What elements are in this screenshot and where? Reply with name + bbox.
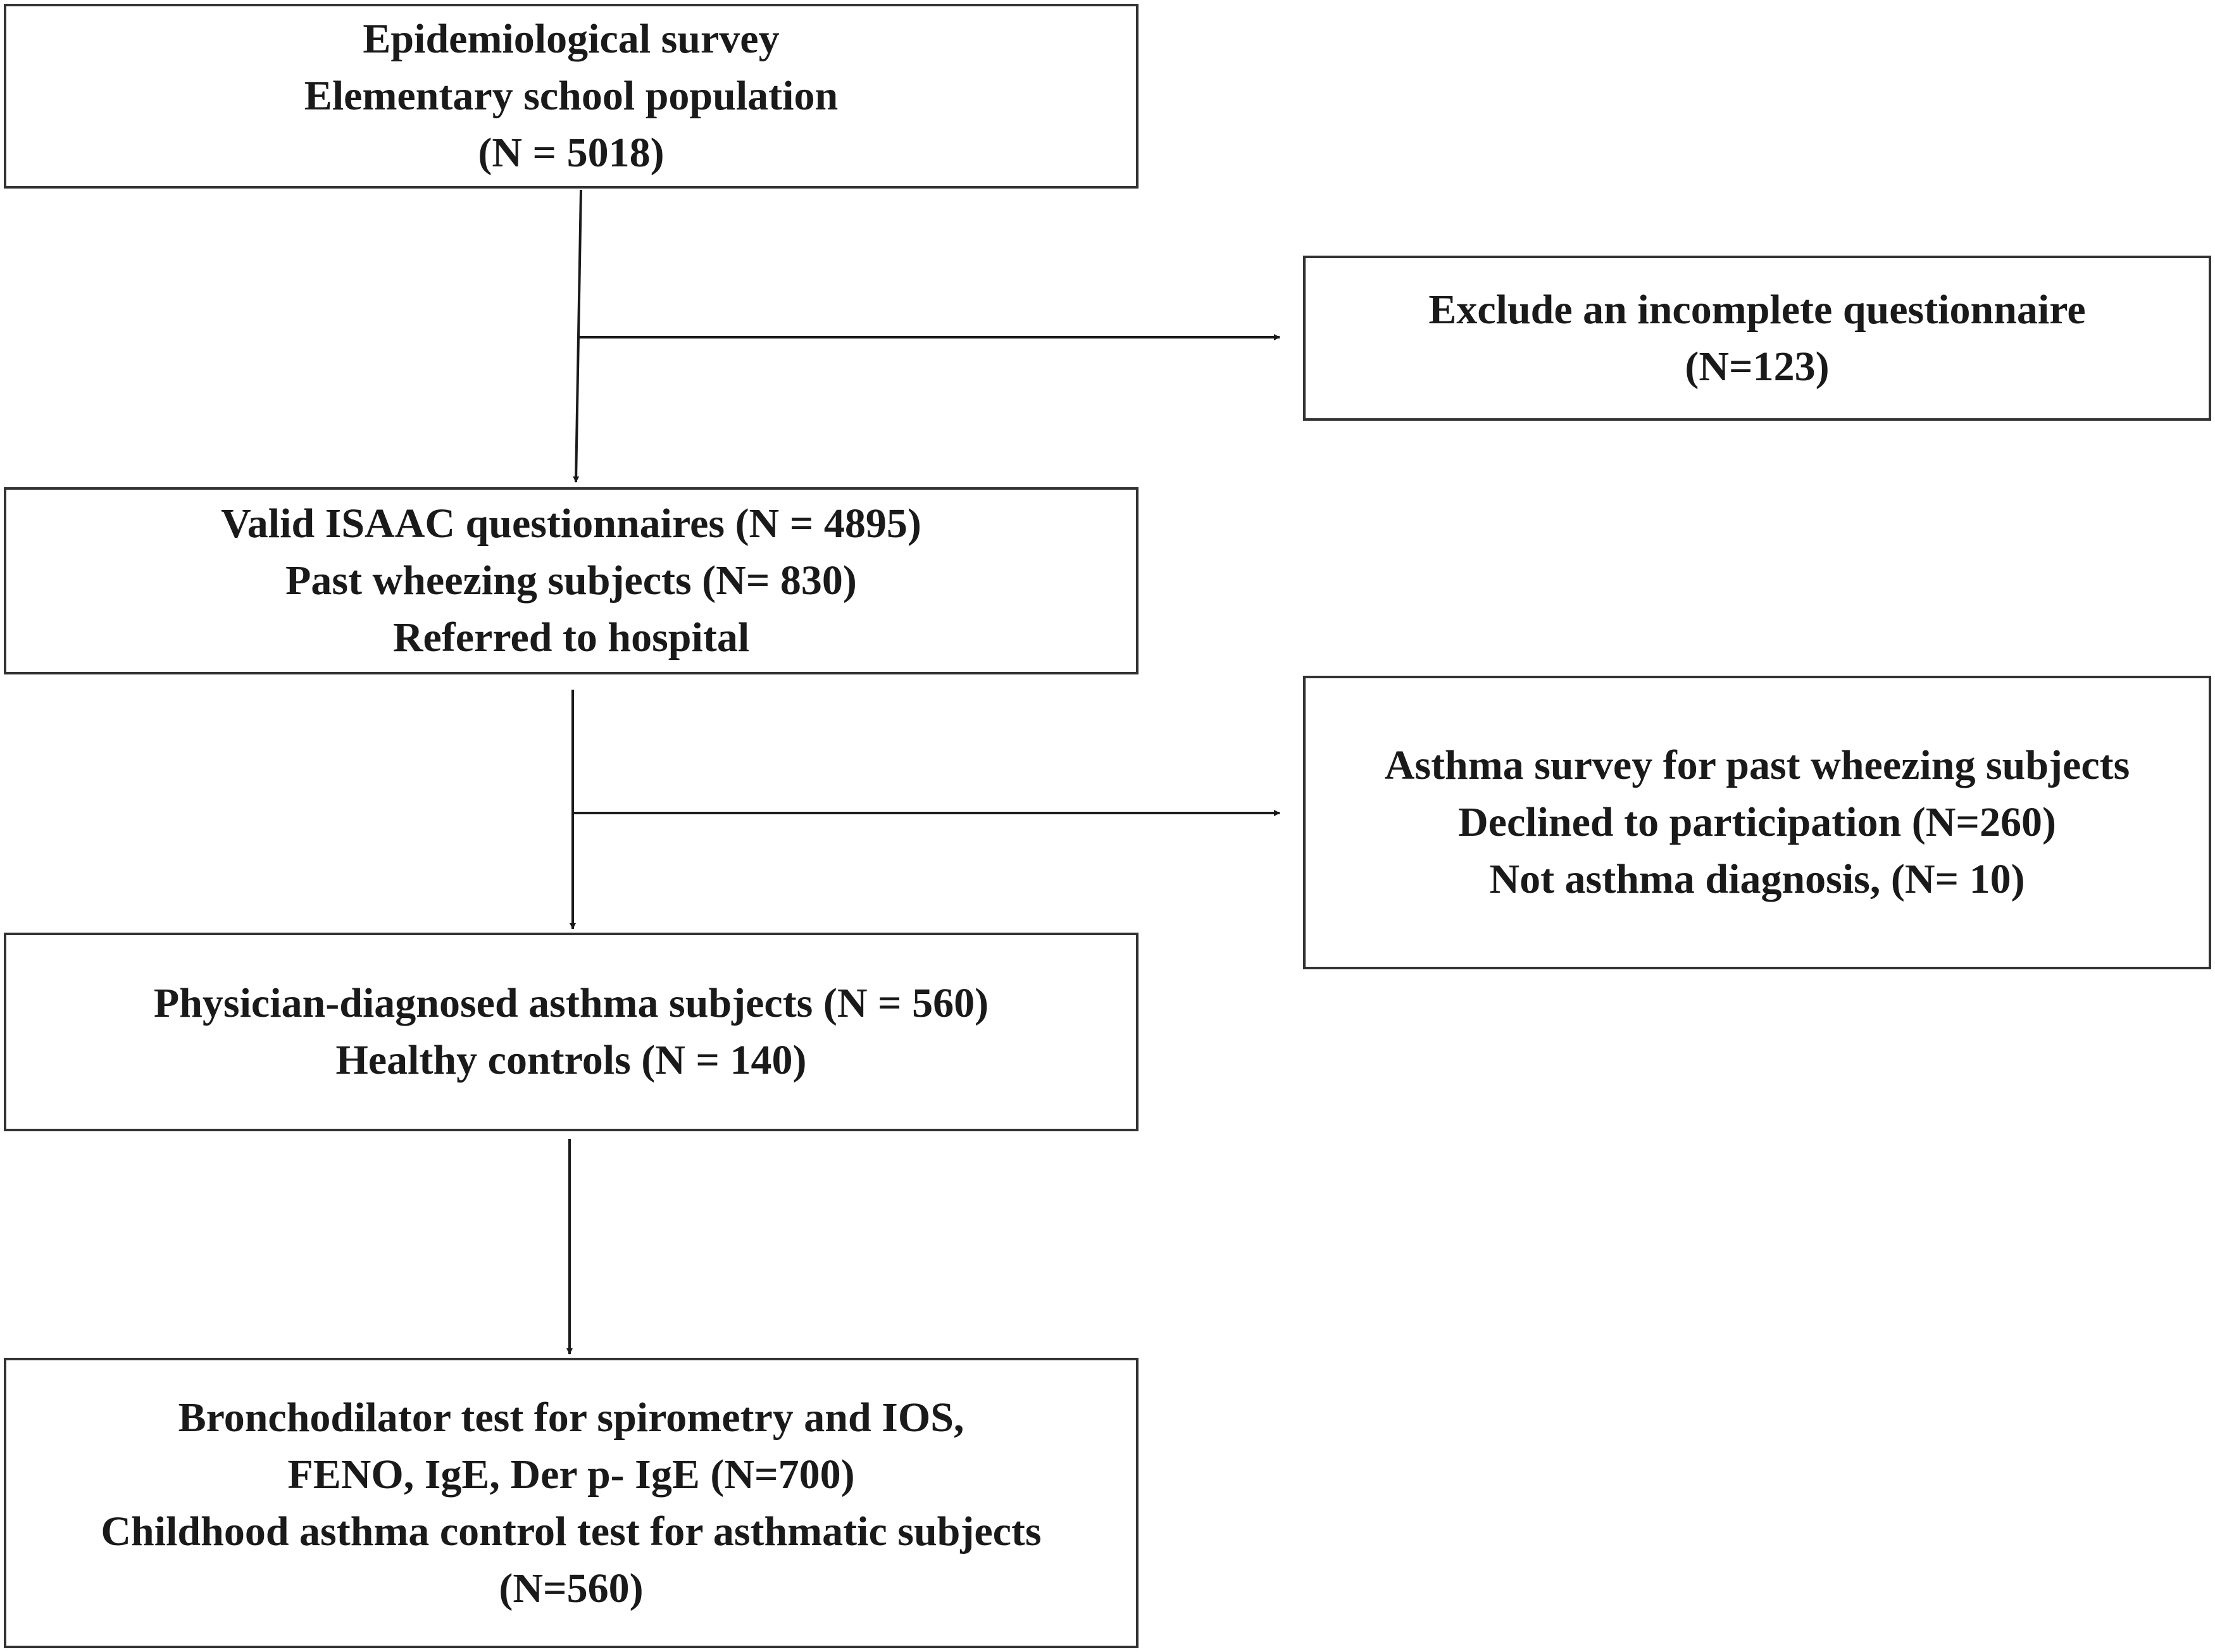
diagnosed-subjects-line-2: Healthy controls (N = 140) (335, 1037, 807, 1083)
exclusion-incomplete-line-2: (N=123) (1685, 343, 1830, 390)
testing-line-3: Childhood asthma control test for asthma… (101, 1508, 1042, 1555)
enrollment-line-3: (N = 5018) (478, 130, 664, 176)
valid-questionnaires-line-3: Referred to hospital (392, 614, 750, 661)
testing-line-2: FENO, IgE, Der p- IgE (N=700) (287, 1451, 855, 1498)
exclusion-incomplete-box: Exclude an incomplete questionnaire (N=1… (1303, 256, 2211, 421)
asthma-survey-line-3: Not asthma diagnosis, (N= 10) (1489, 856, 2025, 902)
diagnosed-subjects-box: Physician-diagnosed asthma subjects (N =… (4, 933, 1139, 1131)
testing-box: Bronchodilator test for spirometry and I… (4, 1358, 1139, 1648)
valid-questionnaires-line-2: Past wheezing subjects (N= 830) (285, 557, 857, 604)
exclusion-incomplete-line-1: Exclude an incomplete questionnaire (1428, 286, 2086, 333)
valid-questionnaires-line-1: Valid ISAAC questionnaires (N = 4895) (221, 500, 921, 547)
asthma-survey-exclusion-box: Asthma survey for past wheezing subjects… (1303, 676, 2211, 969)
testing-line-1: Bronchodilator test for spirometry and I… (178, 1394, 964, 1441)
valid-questionnaires-box: Valid ISAAC questionnaires (N = 4895) Pa… (4, 487, 1139, 674)
enrollment-line-2: Elementary school population (304, 73, 839, 119)
enrollment-box: Epidemiological survey Elementary school… (4, 4, 1139, 189)
testing-line-4: (N=560) (499, 1565, 644, 1612)
enrollment-line-1: Epidemiological survey (363, 16, 780, 62)
asthma-survey-line-1: Asthma survey for past wheezing subjects (1384, 742, 2130, 788)
diagnosed-subjects-line-1: Physician-diagnosed asthma subjects (N =… (153, 980, 989, 1026)
asthma-survey-line-2: Declined to participation (N=260) (1457, 799, 2056, 845)
